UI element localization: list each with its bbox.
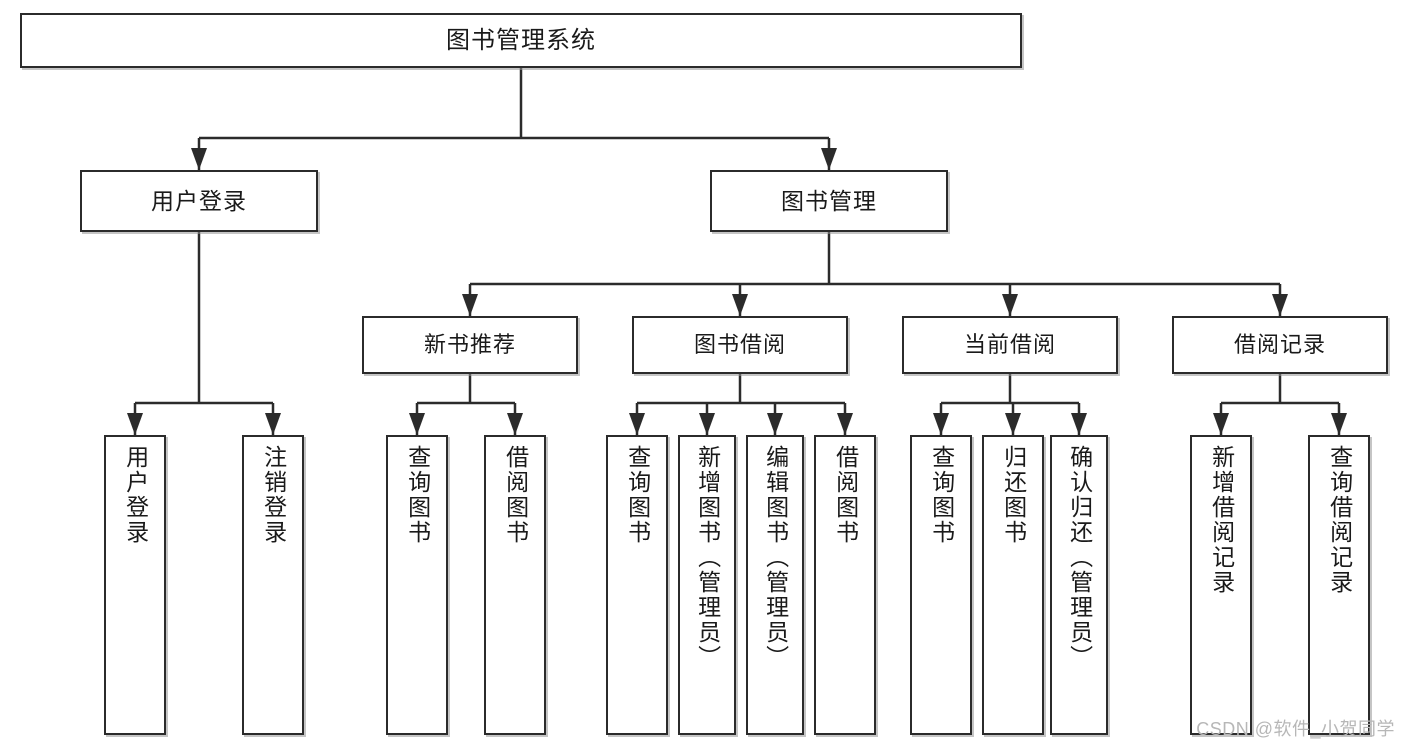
node-leaf_query_book_rec[interactable]: 查询图书 [386,435,448,735]
node-leaf_query_record[interactable]: 查询借阅记录 [1308,435,1370,735]
node-label: 归还图书 [1000,445,1027,545]
node-leaf_add_book[interactable]: 新增图书（管理员） [678,435,736,735]
connector-arrowhead [507,413,523,435]
node-label: 查询图书 [624,445,651,545]
node-label: 新增图书（管理员） [694,445,721,670]
node-leaf_borrow_book_b[interactable]: 借阅图书 [814,435,876,735]
node-leaf_borrow_book_rec[interactable]: 借阅图书 [484,435,546,735]
node-new_book_rec[interactable]: 新书推荐 [362,316,578,374]
node-label: 注销登录 [260,445,287,545]
node-label: 新增借阅记录 [1208,445,1235,595]
node-borrow_record[interactable]: 借阅记录 [1172,316,1388,374]
node-root[interactable]: 图书管理系统 [20,13,1022,68]
node-leaf_query_book_b[interactable]: 查询图书 [606,435,668,735]
node-label: 用户登录 [122,445,149,545]
connector-arrowhead [699,413,715,435]
connector-arrowhead [732,294,748,316]
connector-arrowhead [409,413,425,435]
connector-arrowhead [1213,413,1229,435]
node-label: 图书借阅 [693,332,786,358]
node-label: 借阅记录 [1233,332,1326,358]
node-current_borrow[interactable]: 当前借阅 [902,316,1118,374]
node-label: 确认归还（管理员） [1066,445,1093,670]
node-label: 查询图书 [404,445,431,545]
connector-arrowhead [629,413,645,435]
node-label: 借阅图书 [502,445,529,545]
connector-arrowhead [821,148,837,170]
connector-arrowhead [191,148,207,170]
node-label: 查询图书 [928,445,955,545]
connector-arrowhead [127,413,143,435]
node-label: 编辑图书（管理员） [762,445,789,670]
connector-arrowhead [462,294,478,316]
node-leaf_add_record[interactable]: 新增借阅记录 [1190,435,1252,735]
node-label: 图书管理 [781,187,877,214]
connector-arrowhead [837,413,853,435]
node-leaf_user_login[interactable]: 用户登录 [104,435,166,735]
node-leaf_confirm_return[interactable]: 确认归还（管理员） [1050,435,1108,735]
node-label: 当前借阅 [963,332,1056,358]
node-leaf_return_book[interactable]: 归还图书 [982,435,1044,735]
node-leaf_query_book_c[interactable]: 查询图书 [910,435,972,735]
node-leaf_user_logout[interactable]: 注销登录 [242,435,304,735]
node-label: 查询借阅记录 [1326,445,1353,595]
connector-arrowhead [1272,294,1288,316]
connector-arrowhead [1071,413,1087,435]
connector-arrowhead [265,413,281,435]
node-book_mgmt[interactable]: 图书管理 [710,170,948,232]
node-label: 图书管理系统 [446,26,596,54]
connector-arrowhead [1331,413,1347,435]
connector-arrowhead [1002,294,1018,316]
connector-arrowhead [767,413,783,435]
node-book_borrow[interactable]: 图书借阅 [632,316,848,374]
connector-arrowhead [933,413,949,435]
node-label: 用户登录 [151,187,247,214]
node-leaf_edit_book[interactable]: 编辑图书（管理员） [746,435,804,735]
node-label: 新书推荐 [423,332,516,358]
node-label: 借阅图书 [832,445,859,545]
connector-arrowhead [1005,413,1021,435]
node-user_login[interactable]: 用户登录 [80,170,318,232]
